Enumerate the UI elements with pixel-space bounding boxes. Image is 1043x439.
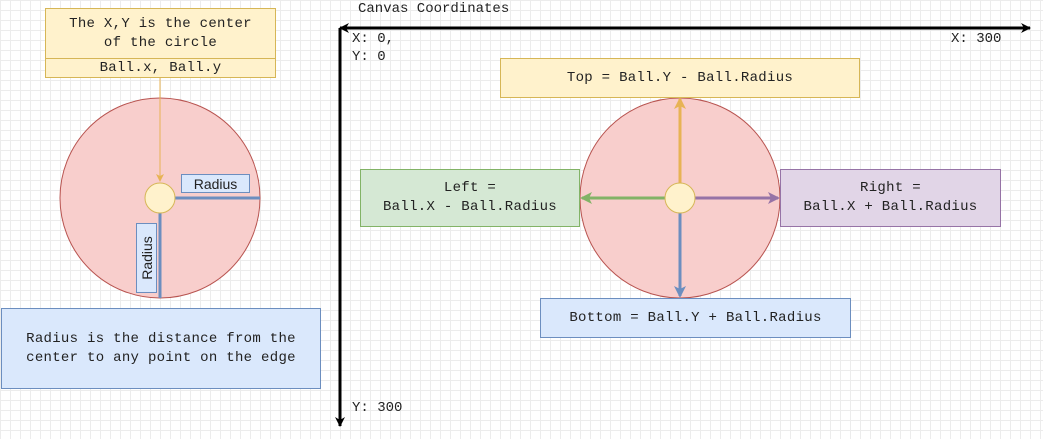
center-note-subtext: Ball.x, Ball.y bbox=[99, 59, 222, 76]
radius-label-vertical-text: Radius bbox=[138, 236, 155, 280]
radius-label-horizontal: Radius bbox=[181, 174, 250, 193]
radius-label-horizontal-text: Radius bbox=[193, 175, 238, 192]
top-formula-box: Top = Ball.Y - Ball.Radius bbox=[500, 58, 860, 98]
center-note-subbox: Ball.x, Ball.y bbox=[45, 58, 276, 78]
right-formula-text: Right = Ball.X + Ball.Radius bbox=[803, 180, 978, 215]
radius-note-box: Radius is the distance from the center t… bbox=[1, 308, 321, 389]
right-center-dot bbox=[664, 182, 696, 214]
y-max-label: Y: 300 bbox=[352, 400, 403, 416]
left-center-dot bbox=[144, 182, 176, 214]
radius-note-text: Radius is the distance from the center t… bbox=[26, 330, 296, 366]
top-formula-text: Top = Ball.Y - Ball.Radius bbox=[566, 69, 794, 86]
origin-y-label: Y: 0 bbox=[352, 49, 386, 65]
left-formula-text: Left = Ball.X - Ball.Radius bbox=[382, 180, 558, 215]
left-formula-box: Left = Ball.X - Ball.Radius bbox=[360, 169, 580, 227]
center-note-box: The X,Y is the center of the circle bbox=[45, 8, 276, 59]
canvas-title: Canvas Coordinates bbox=[358, 1, 510, 17]
center-note-text: The X,Y is the center of the circle bbox=[69, 15, 252, 51]
right-formula-box: Right = Ball.X + Ball.Radius bbox=[780, 169, 1001, 227]
bottom-formula-box: Bottom = Ball.Y + Ball.Radius bbox=[540, 298, 851, 338]
radius-label-vertical: Radius bbox=[136, 223, 157, 293]
origin-x-label: X: 0, bbox=[352, 31, 395, 47]
x-max-label: X: 300 bbox=[951, 31, 1002, 47]
bottom-formula-text: Bottom = Ball.Y + Ball.Radius bbox=[569, 309, 822, 326]
